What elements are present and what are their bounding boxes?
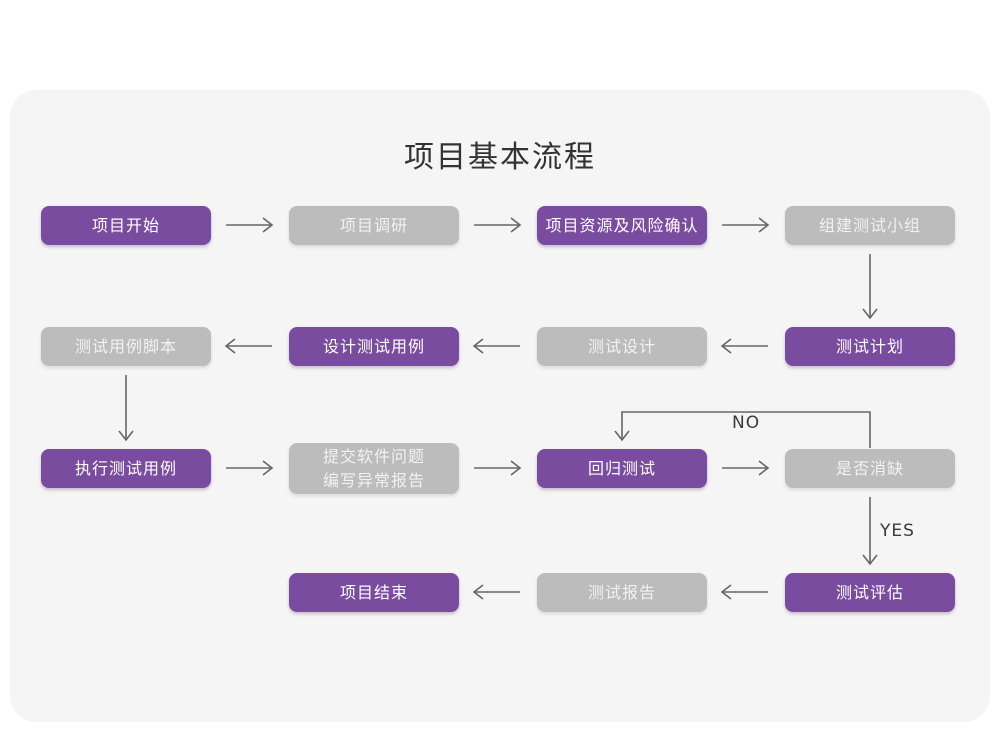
node-test-design[interactable]: 测试设计 — [537, 327, 707, 366]
node-build-test-team[interactable]: 组建测试小组 — [785, 206, 955, 245]
edge-label-no: NO — [732, 413, 761, 433]
node-submit-defect-report[interactable]: 提交软件问题 编写异常报告 — [289, 443, 459, 494]
node-design-test-case[interactable]: 设计测试用例 — [289, 327, 459, 366]
flowchart-card — [10, 90, 990, 722]
node-regression-test[interactable]: 回归测试 — [537, 449, 707, 488]
node-test-evaluation[interactable]: 测试评估 — [785, 573, 955, 612]
page-title: 项目基本流程 — [404, 140, 596, 175]
node-test-case-script[interactable]: 测试用例脚本 — [41, 327, 211, 366]
node-project-research[interactable]: 项目调研 — [289, 206, 459, 245]
node-project-start[interactable]: 项目开始 — [41, 206, 211, 245]
node-resource-risk-confirm[interactable]: 项目资源及风险确认 — [537, 206, 707, 245]
edge-label-yes: YES — [880, 521, 915, 541]
node-test-plan[interactable]: 测试计划 — [785, 327, 955, 366]
node-project-end[interactable]: 项目结束 — [289, 573, 459, 612]
node-test-report[interactable]: 测试报告 — [537, 573, 707, 612]
node-defect-cleared[interactable]: 是否消缺 — [785, 449, 955, 488]
node-execute-test-case[interactable]: 执行测试用例 — [41, 449, 211, 488]
